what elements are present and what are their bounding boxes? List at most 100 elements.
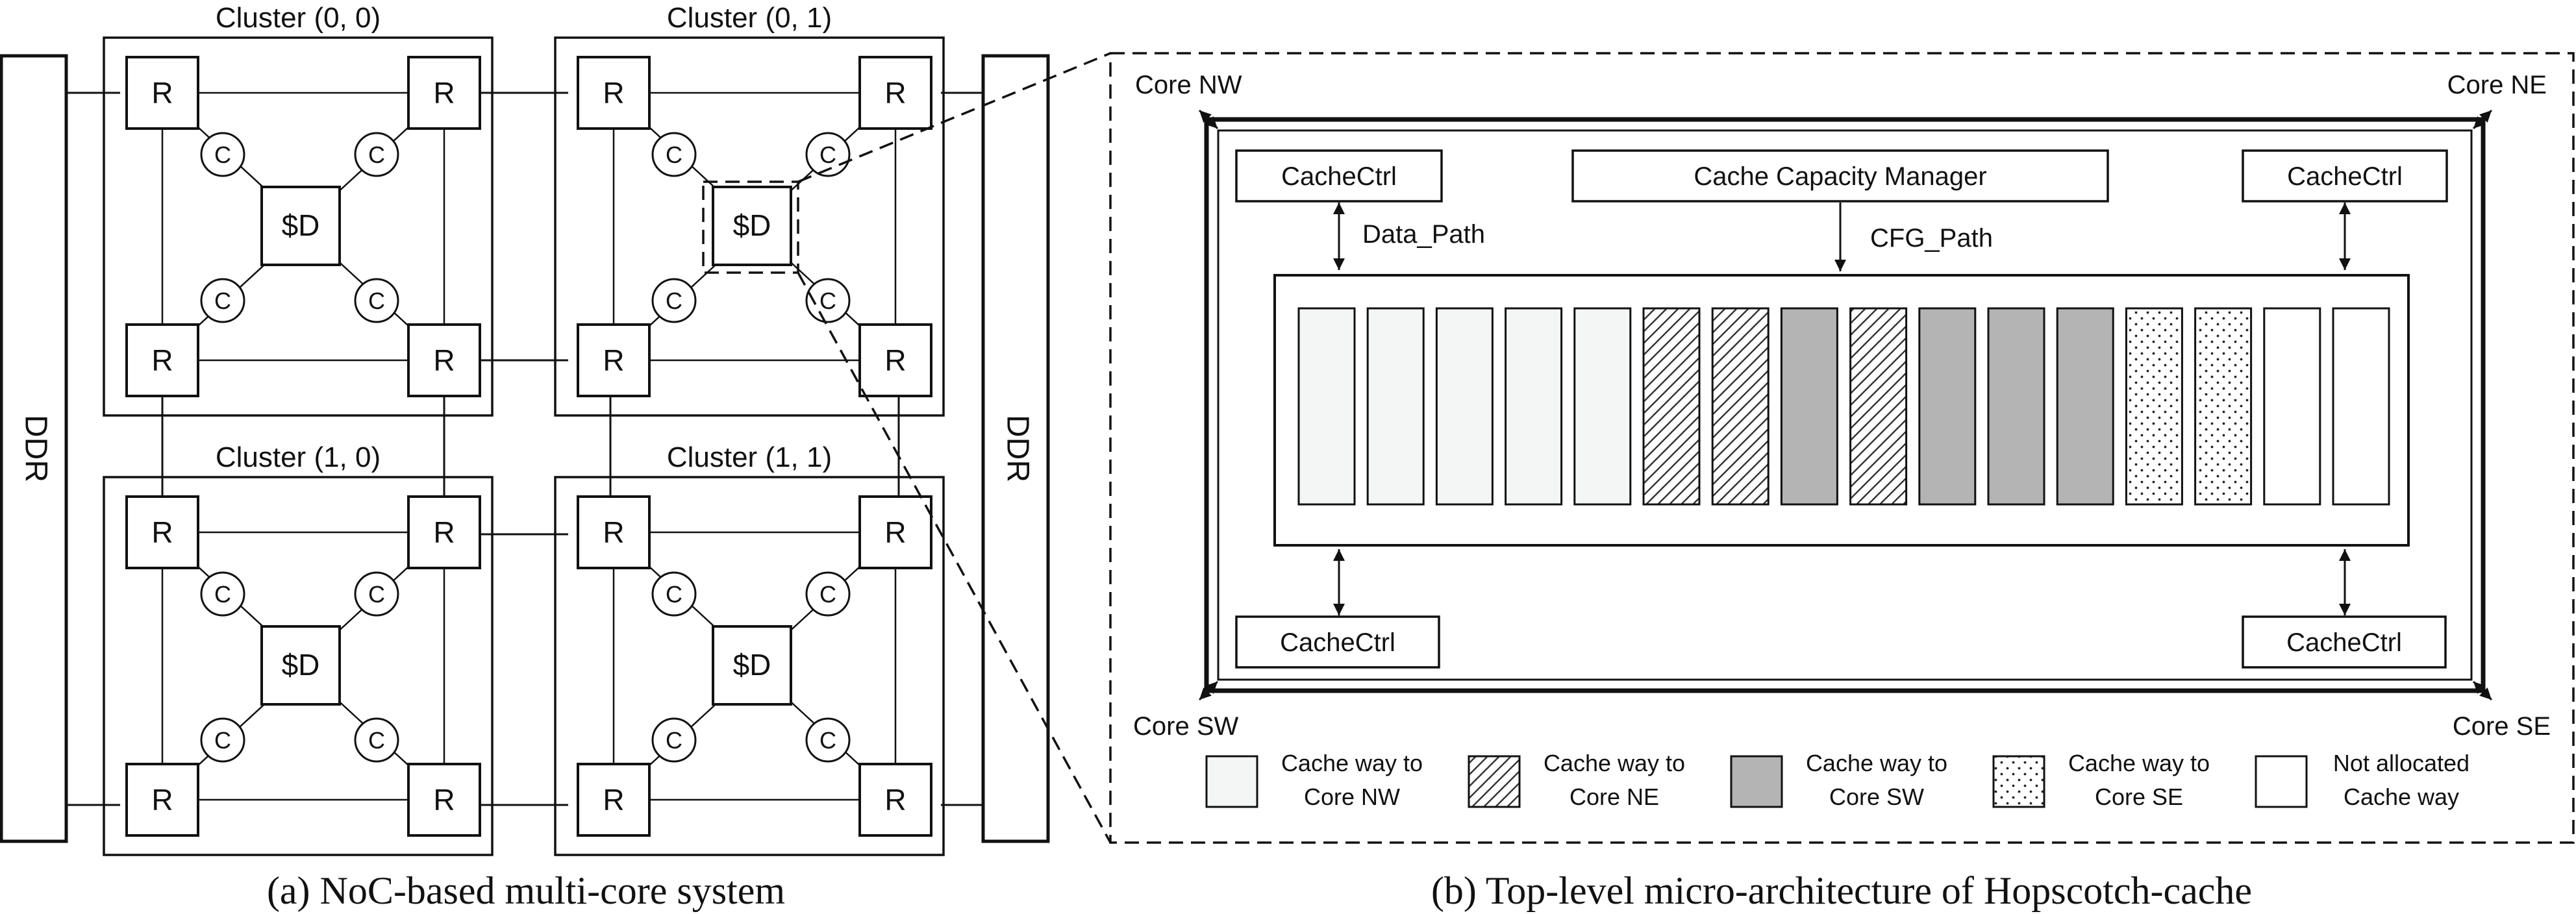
core: [805, 571, 851, 617]
core-label: C: [368, 288, 385, 314]
core: [805, 278, 851, 323]
cache-way-nw: [1297, 307, 1356, 506]
router-label: R: [603, 76, 624, 110]
caption-a: (a) NoC-based multi-core system: [267, 869, 785, 912]
cache-way-se: [2194, 307, 2253, 506]
router: [407, 495, 481, 569]
shared-cache-label: $D: [282, 648, 320, 682]
panel-a: DDR DDR Cluster (0, 0) R R R R C C C C $D Cluster …: [0, 2, 1050, 912]
core-label: C: [819, 581, 836, 608]
router: [407, 763, 481, 837]
router: [577, 323, 651, 397]
cache-way-sw: [2056, 307, 2114, 506]
cache-capacity-manager-label: Cache Capacity Manager: [1694, 162, 1986, 191]
router-label: R: [151, 76, 173, 110]
core-label: C: [368, 581, 385, 608]
cache-way-nw: [1573, 307, 1632, 506]
cachectrl-sw-label: CacheCtrl: [1280, 628, 1395, 657]
cachectrl-se: CacheCtrl: [2242, 615, 2447, 669]
shared-cache: [712, 625, 792, 706]
core: [200, 717, 245, 763]
cluster-title: Cluster (0, 0): [216, 2, 381, 34]
cache-way-na: [2263, 307, 2321, 506]
router-label: R: [433, 76, 455, 110]
router-label: R: [884, 515, 906, 549]
legend-swatch: [2255, 755, 2308, 808]
cfg-path-label: CFG_Path: [1870, 224, 1993, 253]
cluster-title: Cluster (1, 1): [667, 441, 832, 473]
router: [577, 763, 651, 837]
panel-b-dashed-border: [1109, 52, 2575, 844]
router: [125, 323, 199, 397]
ddr-left: DDR: [0, 54, 68, 843]
caption-b: (b) Top-level micro-architecture of Hops…: [1431, 869, 2252, 912]
cache-way-sw: [1780, 307, 1838, 506]
router: [577, 495, 651, 569]
panel-b: Core NW Core NE Core SW Core SE CacheCtr…: [1109, 52, 2575, 912]
core-label: C: [666, 142, 682, 168]
cache-way-ne: [1642, 307, 1701, 506]
zoom-source-box: [702, 180, 799, 274]
legend-swatch: [1468, 755, 1521, 808]
router-label: R: [433, 783, 455, 817]
cache-way-sw: [1918, 307, 1977, 506]
router-label: R: [884, 76, 906, 110]
legend-swatch: [1992, 755, 2045, 808]
legend-text-line1: Cache way to: [1281, 750, 1423, 776]
router-label: R: [433, 343, 455, 377]
cache-capacity-manager: Cache Capacity Manager: [1571, 149, 2109, 203]
router: [125, 56, 199, 130]
cluster-title: Cluster (1, 0): [216, 441, 381, 473]
core-label: C: [666, 727, 682, 754]
cache-way-nw: [1435, 307, 1494, 506]
core-label: C: [214, 727, 231, 754]
ddr-right: DDR: [981, 54, 1050, 843]
legend-swatch: [1205, 755, 1258, 808]
core: [200, 571, 245, 617]
core-ne-label: Core NE: [2447, 71, 2547, 99]
core-label: C: [368, 727, 385, 754]
cachectrl-ne: CacheCtrl: [2242, 149, 2448, 203]
router: [407, 323, 481, 397]
cache-way-se: [2125, 307, 2183, 506]
router-label: R: [603, 515, 624, 549]
shared-cache-label: $D: [733, 648, 771, 682]
cachectrl-se-label: CacheCtrl: [2286, 628, 2402, 657]
legend-text-line2: Cache way: [2344, 784, 2459, 810]
core-nw-label: Core NW: [1135, 71, 1242, 99]
core: [651, 132, 697, 177]
shared-cache-label: $D: [733, 208, 771, 242]
legend-text-line1: Cache way to: [2068, 750, 2210, 776]
cache-way-ne: [1711, 307, 1769, 506]
router-label: R: [884, 343, 906, 377]
legend-text-line1: Cache way to: [1806, 750, 1947, 776]
router-label: R: [151, 343, 173, 377]
router: [125, 763, 199, 837]
router: [858, 56, 932, 130]
ddr-left-label: DDR: [18, 415, 53, 482]
shared-cache: [260, 186, 341, 266]
core: [354, 717, 399, 763]
cachectrl-nw: CacheCtrl: [1235, 149, 1443, 203]
core: [354, 278, 399, 323]
router-label: R: [433, 515, 455, 549]
cachectrl-nw-label: CacheCtrl: [1281, 162, 1397, 191]
data-paths: [1333, 203, 2351, 615]
zoom-lines: [702, 52, 1112, 843]
core: [200, 278, 245, 323]
legend-text-line2: Core NE: [1569, 784, 1659, 810]
core: [354, 132, 399, 177]
router-label: R: [884, 783, 906, 817]
router: [858, 495, 932, 569]
core: [805, 717, 851, 763]
core: [651, 571, 697, 617]
